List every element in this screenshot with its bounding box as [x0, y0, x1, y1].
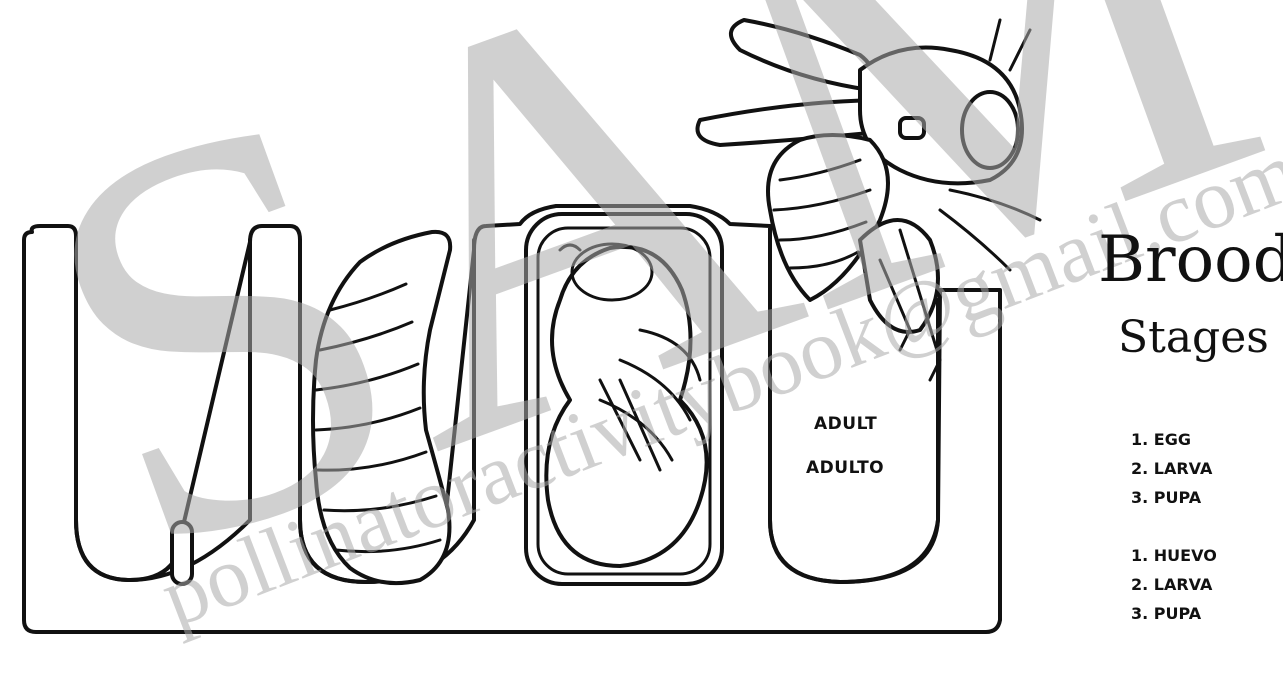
stage-item: 1. HUEVO: [1131, 541, 1217, 570]
adulto-label: ADULTO: [806, 458, 884, 478]
stages-list-spanish: 1. HUEVO 2. LARVA 3. PUPA: [1131, 541, 1217, 628]
cell-egg: [76, 236, 250, 580]
egg-shape: [172, 522, 192, 584]
stage-item: 1. EGG: [1131, 425, 1212, 454]
larva-shape: [313, 232, 450, 583]
stage-item: 2. LARVA: [1131, 570, 1217, 599]
title-brood: Brood: [1098, 228, 1283, 292]
title-stages: Stages: [1118, 316, 1269, 360]
stages-list-english: 1. EGG 2. LARVA 3. PUPA: [1131, 425, 1212, 512]
stage-item: 3. PUPA: [1131, 599, 1217, 628]
stage-item: 2. LARVA: [1131, 454, 1212, 483]
adult-label: ADULT: [814, 414, 877, 434]
adult-bee: [698, 20, 1041, 380]
brood-stages-illustration: [0, 0, 1283, 640]
stage-item: 3. PUPA: [1131, 483, 1212, 512]
